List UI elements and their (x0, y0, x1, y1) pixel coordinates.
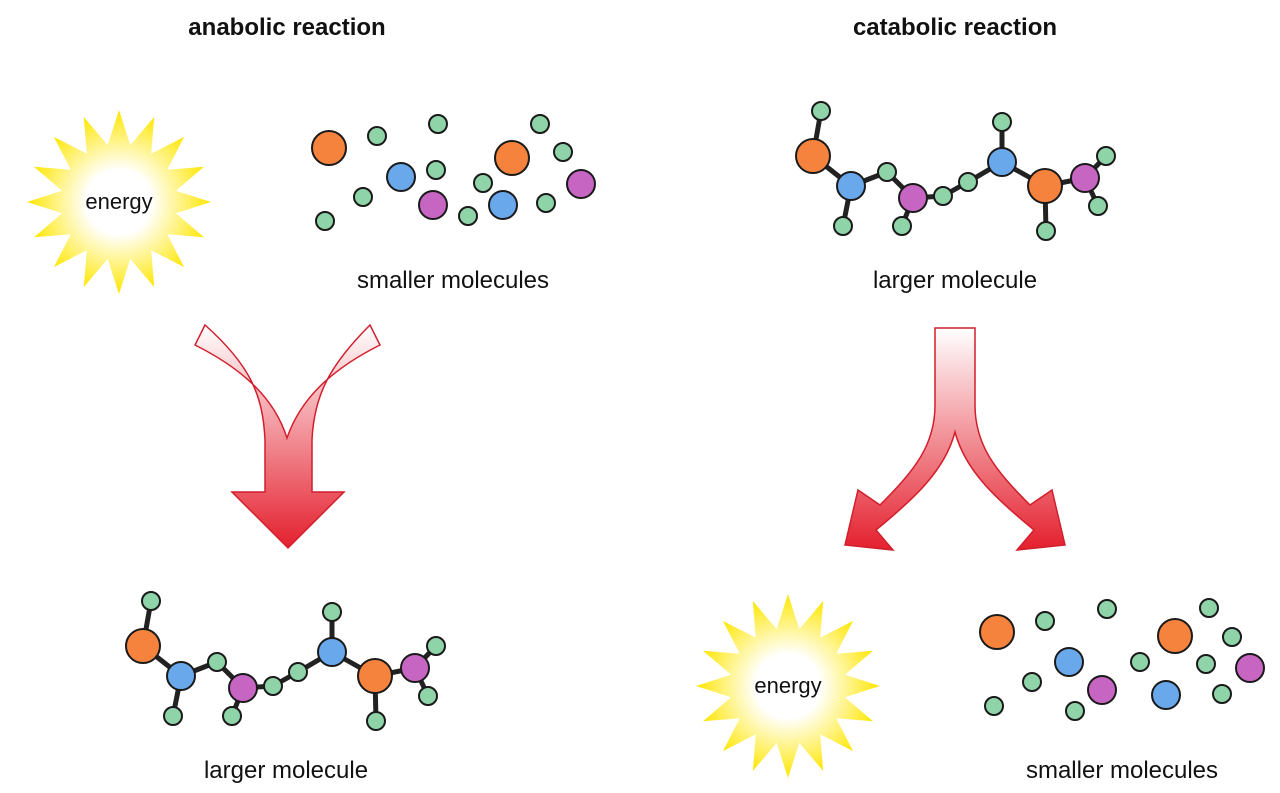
anabolic-arrow (193, 323, 382, 550)
green-atom (1088, 196, 1108, 216)
green-atom (1199, 598, 1219, 618)
green-atom (366, 711, 386, 731)
blue-atom (987, 147, 1017, 177)
green-atom (1222, 627, 1242, 647)
green-atom (1036, 221, 1056, 241)
blue-atom (386, 162, 416, 192)
catabolic-title: catabolic reaction (852, 14, 1058, 41)
blue-atom (1054, 647, 1084, 677)
catabolic-arrow (844, 327, 1066, 551)
green-atom (458, 206, 478, 226)
green-atom (426, 636, 446, 656)
green-atom (1097, 599, 1117, 619)
green-atom (288, 662, 308, 682)
anabolic-output-label: larger molecule (203, 757, 369, 784)
green-atom (1022, 672, 1042, 692)
green-atom (892, 216, 912, 236)
purple-atom (1070, 163, 1100, 193)
green-atom (833, 216, 853, 236)
purple-atom (1087, 675, 1117, 705)
molecules (125, 101, 1265, 731)
green-atom (163, 706, 183, 726)
energy-star-catabolic (696, 594, 880, 778)
green-atom (536, 193, 556, 213)
orange-atom (494, 140, 530, 176)
purple-atom (418, 190, 448, 220)
green-atom (1035, 611, 1055, 631)
green-atom (1065, 701, 1085, 721)
orange-atom (125, 628, 161, 664)
purple-atom (1235, 653, 1265, 683)
green-atom (315, 211, 335, 231)
green-atom (553, 142, 573, 162)
blue-atom (1151, 680, 1181, 710)
green-atom (263, 676, 283, 696)
larger-molecule-anabolic (125, 591, 446, 731)
green-atom (958, 172, 978, 192)
anabolic-title: anabolic reaction (188, 14, 386, 41)
green-atom (1130, 652, 1150, 672)
catabolic-output-label: smaller molecules (1025, 757, 1219, 784)
catabolic-input-label: larger molecule (872, 267, 1038, 294)
green-atom (992, 112, 1012, 132)
larger-molecule-catabolic (795, 101, 1116, 241)
purple-atom (400, 653, 430, 683)
green-atom (811, 101, 831, 121)
green-atom (984, 696, 1004, 716)
blue-atom (317, 637, 347, 667)
green-atom (1196, 654, 1216, 674)
smaller-molecules-catabolic (979, 598, 1265, 721)
green-atom (933, 186, 953, 206)
green-atom (473, 173, 493, 193)
green-atom (418, 686, 438, 706)
purple-atom (898, 183, 928, 213)
purple-atom (228, 673, 258, 703)
orange-atom (357, 658, 393, 694)
purple-atom (566, 169, 596, 199)
orange-atom (1027, 168, 1063, 204)
green-atom (1212, 684, 1232, 704)
smaller-molecules-anabolic (311, 114, 596, 231)
green-atom (322, 602, 342, 622)
green-atom (367, 126, 387, 146)
blue-atom (488, 190, 518, 220)
green-atom (207, 652, 227, 672)
blue-atom (166, 661, 196, 691)
energy-star-anabolic (27, 110, 211, 294)
green-atom (426, 160, 446, 180)
blue-atom (836, 171, 866, 201)
green-atom (428, 114, 448, 134)
catabolic-energy-label: energy (754, 673, 822, 698)
energy-stars (27, 110, 880, 778)
green-atom (530, 114, 550, 134)
anabolic-energy-label: energy (85, 189, 153, 214)
anabolic-input-label: smaller molecules (356, 267, 550, 294)
green-atom (141, 591, 161, 611)
orange-atom (979, 614, 1015, 650)
green-atom (353, 187, 373, 207)
orange-atom (795, 138, 831, 174)
green-atom (1096, 146, 1116, 166)
green-atom (222, 706, 242, 726)
orange-atom (311, 130, 347, 166)
orange-atom (1157, 618, 1193, 654)
green-atom (877, 162, 897, 182)
